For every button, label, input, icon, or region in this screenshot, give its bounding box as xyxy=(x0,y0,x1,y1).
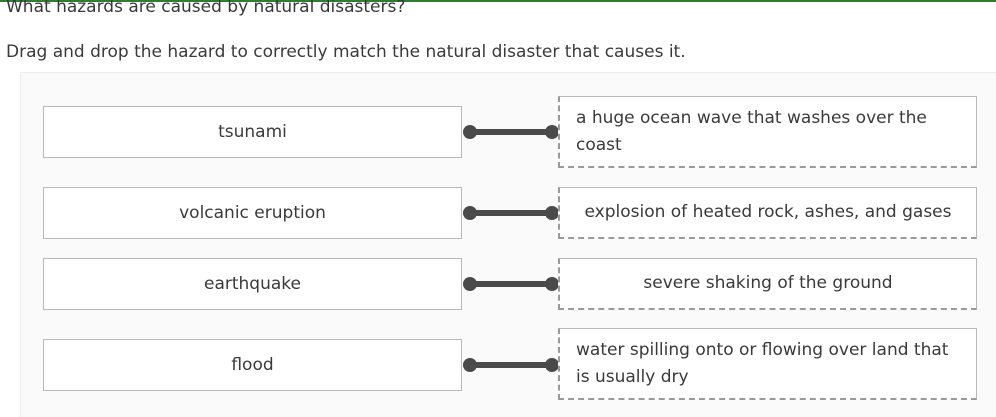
match-target-shaking[interactable]: severe shaking of the ground xyxy=(558,258,977,310)
match-target-ocean-wave[interactable]: a huge ocean wave that washes over the c… xyxy=(558,96,977,168)
match-text: severe shaking of the ground xyxy=(643,273,893,293)
hazard-label: volcanic eruption xyxy=(179,203,326,223)
connector-handle-right[interactable] xyxy=(545,206,559,220)
connector-handle-right[interactable] xyxy=(545,358,559,372)
connector-bar xyxy=(470,129,552,135)
match-text: a huge ocean wave that washes over the c… xyxy=(576,107,927,155)
instructions-text: Drag and drop the hazard to correctly ma… xyxy=(6,42,686,62)
hazard-earthquake[interactable]: earthquake xyxy=(43,258,462,310)
connector-bar xyxy=(470,362,552,368)
hazard-tsunami[interactable]: tsunami xyxy=(43,106,462,158)
hazard-label: flood xyxy=(231,355,274,375)
hazard-volcanic-eruption[interactable]: volcanic eruption xyxy=(43,187,462,239)
connector-line[interactable] xyxy=(463,358,559,372)
hazard-label: tsunami xyxy=(218,122,287,142)
connector-line[interactable] xyxy=(463,277,559,291)
match-target-explosion[interactable]: explosion of heated rock, ashes, and gas… xyxy=(558,187,977,239)
connector-line[interactable] xyxy=(463,125,559,139)
hazard-label: earthquake xyxy=(204,274,301,294)
connector-bar xyxy=(470,210,552,216)
connector-bar xyxy=(470,281,552,287)
top-accent-bar xyxy=(0,0,996,2)
connector-handle-right[interactable] xyxy=(545,277,559,291)
match-text: explosion of heated rock, ashes, and gas… xyxy=(584,202,952,222)
match-target-water-spilling[interactable]: water spilling onto or flowing over land… xyxy=(558,328,977,400)
question-title: What hazards are caused by natural disas… xyxy=(6,0,406,17)
connector-handle-right[interactable] xyxy=(545,125,559,139)
hazard-flood[interactable]: flood xyxy=(43,339,462,391)
connector-line[interactable] xyxy=(463,206,559,220)
match-text: water spilling onto or flowing over land… xyxy=(576,339,949,387)
